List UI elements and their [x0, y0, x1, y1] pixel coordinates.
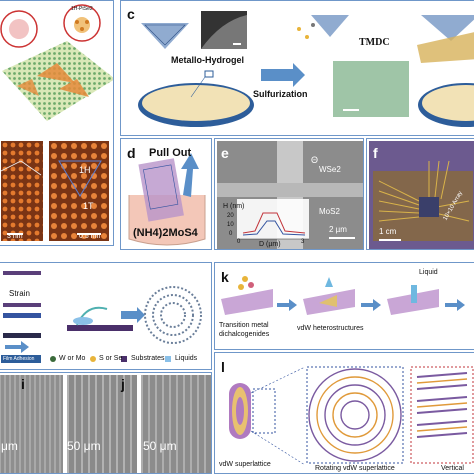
panel-h: Strain Adhesion Film Adhesion W or Mo S …	[0, 262, 212, 370]
xlabel: D (µm)	[259, 241, 281, 248]
stm-image-left	[1, 141, 43, 241]
stm-scale-left: 3 nm	[7, 233, 23, 240]
legend-w: W or Mo	[59, 355, 86, 362]
sem-image-e	[217, 141, 363, 249]
item3-label: Vertical	[441, 465, 464, 472]
item2-label: Rotating vdW superlattice	[315, 465, 395, 472]
legend-sub: Substrates	[131, 355, 165, 362]
panel-f-label: f	[373, 145, 378, 161]
strain-label: Strain	[9, 289, 30, 298]
film-adhesion-bar: Film Adhesion	[3, 356, 35, 362]
panel-c-label: c	[127, 6, 135, 22]
device-scale: 1 cm	[379, 227, 397, 236]
device-photo	[369, 141, 474, 249]
superlattice-illustration	[229, 366, 474, 466]
panel-k-label: k	[221, 269, 229, 285]
process-illustration	[221, 276, 465, 315]
sulfurization-label: Sulfurization	[253, 89, 308, 99]
panel-e: e Θ WSe2 MoS2 H (nm) 20 10 0 0 3 D (µm) …	[214, 138, 364, 250]
sem-scale-right: 50 μm	[143, 439, 177, 453]
panel-e-label: e	[221, 145, 229, 161]
optical-scale: 100 µm	[337, 127, 361, 134]
panel-j-label: j	[121, 376, 125, 392]
label-1t: 1T	[83, 201, 94, 211]
panel-d: d Pull Out (NH4)2MoS4	[120, 138, 212, 250]
sem-image-right	[141, 375, 211, 473]
panel-l: l vdW superlattice Rotating vdW superlat…	[214, 352, 474, 474]
inset-label: 1H-PtSe2	[71, 6, 93, 12]
step2-label: vdW heterostructures	[297, 325, 364, 332]
xtick-0: 0	[237, 239, 241, 245]
pull-out-illustration	[128, 153, 206, 246]
stm-image-right	[49, 141, 109, 241]
mos2-label: MoS2	[319, 207, 340, 216]
sem-scale-left: μm	[1, 439, 18, 453]
label-1h: 1H	[79, 165, 91, 175]
step1-text: Transition metal dichalcogenides	[219, 322, 270, 338]
adhesion-label: Adhesion	[11, 319, 41, 326]
panel-ij: i j μm 50 μm 50 μm	[0, 372, 212, 474]
item1-label: vdW superlattice	[219, 461, 271, 468]
panel-b: 1H-PtSe2 3 nm 1H 1T 0.5 nm	[0, 0, 114, 246]
wse2-label: WSe2	[319, 165, 341, 174]
ytick-20: 20	[227, 213, 234, 219]
panel-i-label: i	[21, 376, 25, 392]
sem-scale-mid: 50 μm	[67, 439, 101, 453]
panel-d-label: d	[127, 145, 136, 161]
sem-scale-e: 2 µm	[329, 225, 347, 234]
theta-label: Θ	[311, 155, 319, 165]
hydrogel-label: Metallo-Hydrogel	[171, 55, 245, 65]
sem-image-mid	[67, 375, 137, 473]
sem-image-left	[0, 375, 63, 473]
step3-label: Liquid	[419, 269, 438, 276]
lattice-illustration	[0, 4, 113, 121]
reagent-label: (NH4)2MoS4	[133, 227, 198, 239]
hydrogel-illustration	[138, 11, 474, 127]
scroll-illustration	[1, 271, 202, 363]
panel-k: k Transition metal dichalcogenides vdW h…	[214, 262, 474, 350]
panel-l-label: l	[221, 359, 225, 375]
xtick-3: 3	[301, 239, 305, 245]
step1-label: Transition metal dichalcogenides	[219, 321, 289, 339]
stm-scale-right: 0.5 nm	[79, 233, 101, 240]
pull-out-label: Pull Out	[149, 147, 192, 159]
tmdc-label: TMDC	[359, 37, 390, 48]
ylabel: H (nm)	[223, 203, 245, 210]
panel-f: f 10×10 Array 1 cm	[366, 138, 474, 250]
panel-c: c Metallo-Hydrogel Sulfurization TMDC 10…	[120, 0, 474, 136]
legend-s: S or Se	[99, 355, 123, 362]
ytick-0: 0	[229, 231, 233, 237]
ytick-10: 10	[227, 222, 234, 228]
legend-liq: Liquids	[175, 355, 198, 362]
